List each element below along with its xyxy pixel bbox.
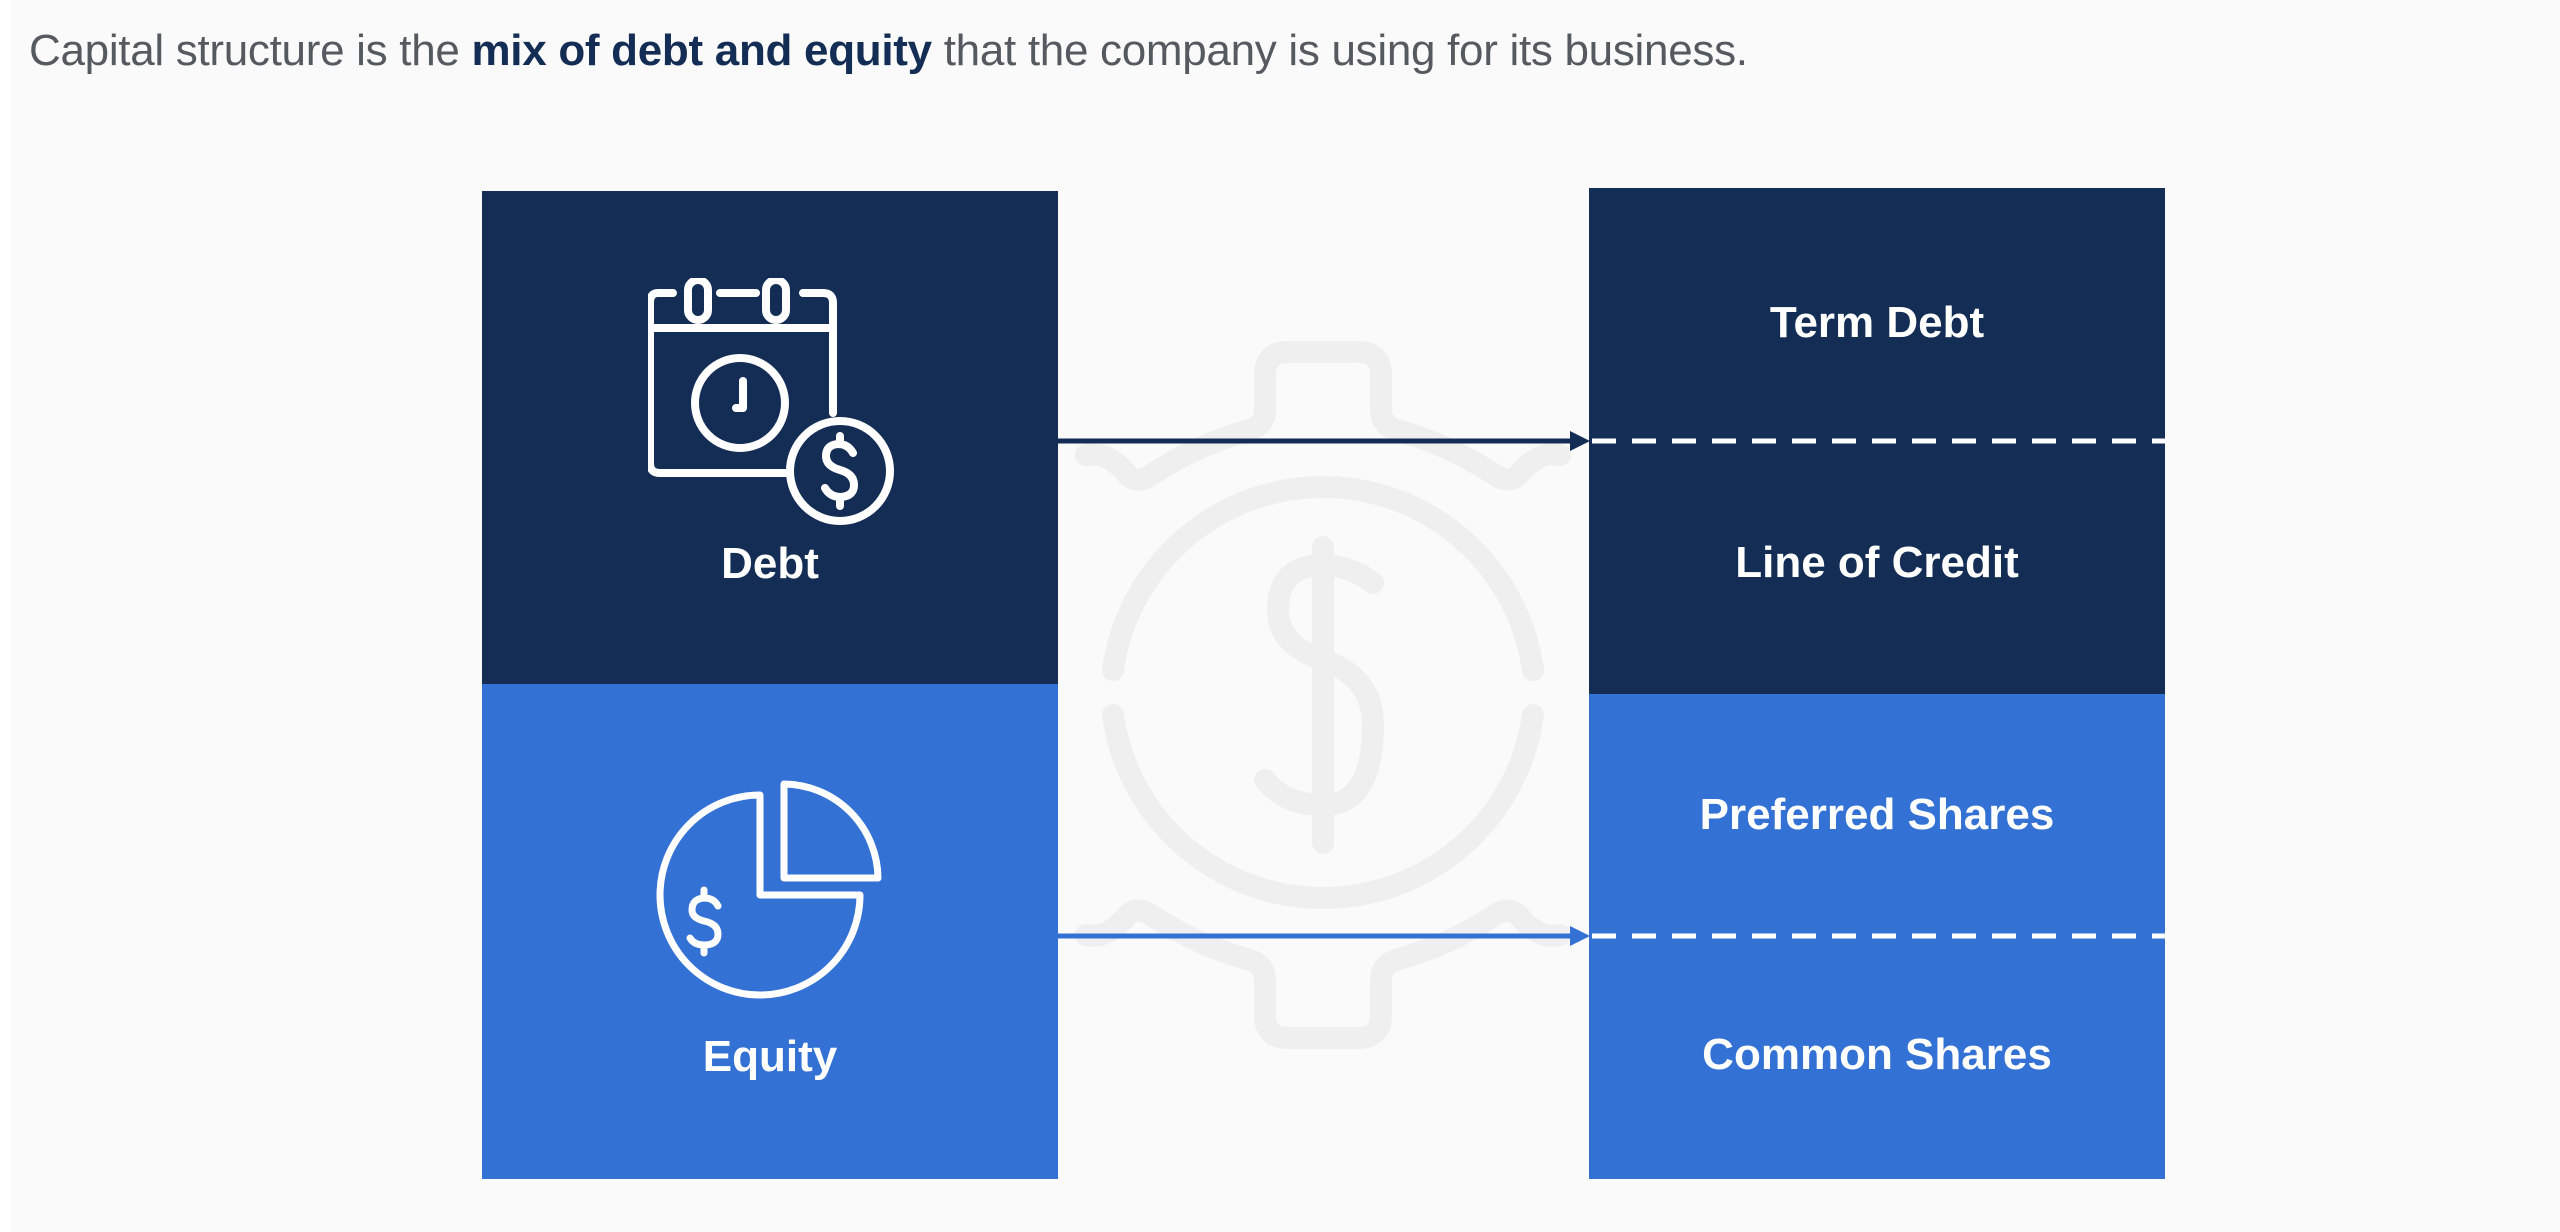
common-shares-label: Common Shares: [1702, 1030, 2052, 1079]
calendar-clock-dollar-icon: [648, 278, 894, 525]
debt-arrow-head: [1570, 431, 1590, 451]
intro-before: Capital structure is the: [29, 26, 472, 75]
equity-arrow-head: [1570, 926, 1590, 946]
debt-label: Debt: [721, 539, 819, 588]
preferred-shares-label: Preferred Shares: [1699, 790, 2055, 839]
term-debt-label: Term Debt: [1769, 298, 1985, 347]
equity-box: Equity: [482, 684, 1058, 1179]
pie-chart-dollar-icon: [656, 780, 882, 999]
intro-bold: mix of debt and equity: [471, 26, 932, 75]
intro-after: that the company is using for its busine…: [931, 26, 1748, 75]
debt-box: Debt: [482, 191, 1058, 684]
equity-label: Equity: [702, 1032, 838, 1081]
line-of-credit-label: Line of Credit: [1735, 538, 2019, 587]
intro-text: Capital structure is the mix of debt and…: [29, 26, 1748, 76]
gear-dollar-icon: [1075, 341, 1571, 1049]
